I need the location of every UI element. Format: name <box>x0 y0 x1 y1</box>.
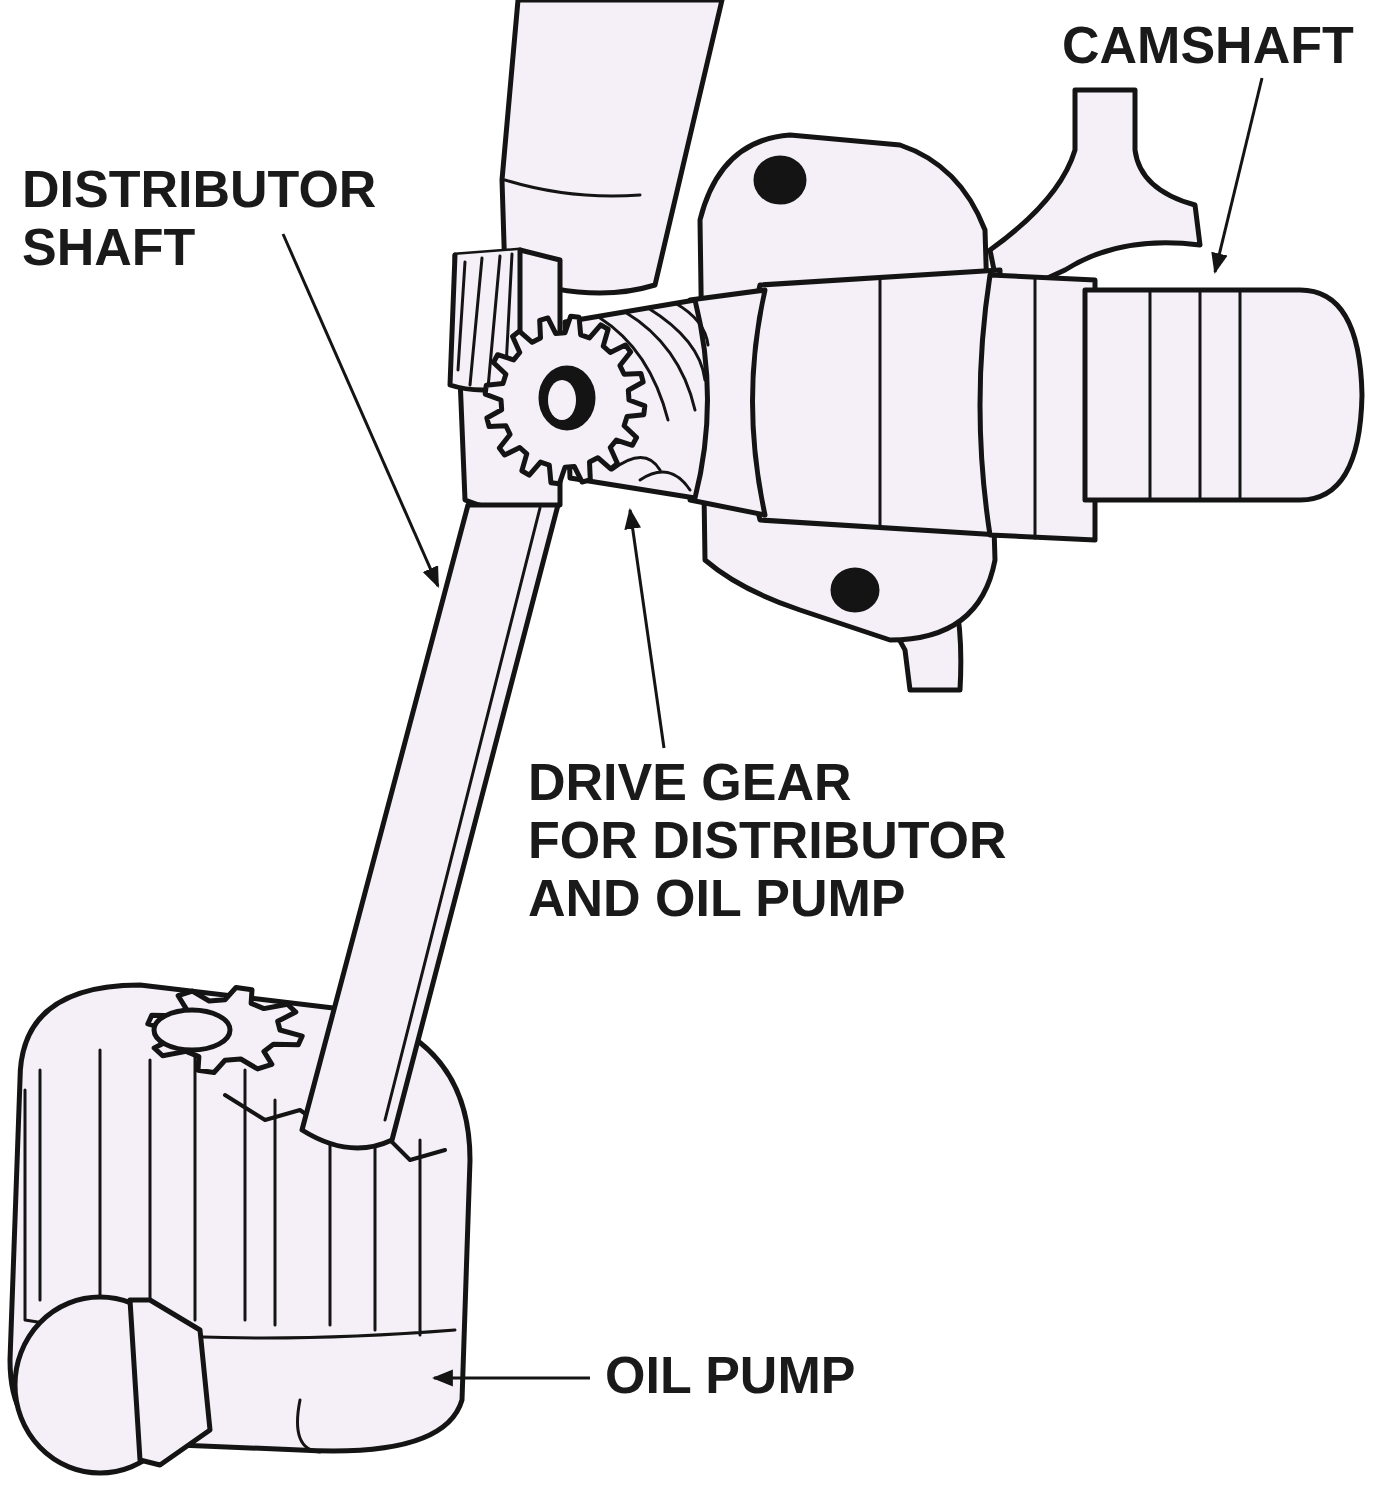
cam-drive-gear <box>485 316 645 484</box>
camshaft <box>745 270 1000 535</box>
distributor-housing <box>502 0 722 293</box>
label-line: AND OIL PUMP <box>528 869 1007 927</box>
cam-drive-gear <box>548 380 576 420</box>
part-label: CAMSHAFT <box>1062 16 1354 74</box>
leader-line <box>630 510 664 748</box>
camshaft <box>1085 290 1362 500</box>
part-label: DISTRIBUTOR SHAFT <box>22 160 376 276</box>
camshaft <box>980 275 1095 540</box>
oil-pump-body <box>148 988 302 1073</box>
distributor-housing <box>502 0 722 293</box>
distributor-shaft <box>385 508 540 1120</box>
label-line: FOR DISTRIBUTOR <box>528 811 1007 869</box>
label-line: DRIVE GEAR <box>528 753 1007 811</box>
bolt-hole <box>756 158 877 610</box>
cam-drive-gear <box>485 316 645 484</box>
part-label: OIL PUMP <box>605 1346 855 1404</box>
bolt-hole <box>833 570 877 610</box>
camshaft <box>880 278 1240 538</box>
distributor-shaft <box>302 505 558 1148</box>
label-line: SHAFT <box>22 218 376 276</box>
part-label: DRIVE GEAR FOR DISTRIBUTOR AND OIL PUMP <box>528 753 1007 927</box>
camshaft <box>690 270 1362 540</box>
distributor-housing <box>505 180 640 196</box>
distributor-shaft <box>302 505 558 1148</box>
oil-pump-body <box>154 1010 230 1050</box>
pump-plug <box>130 1300 210 1465</box>
pump-plug <box>15 1297 210 1473</box>
leader-line <box>434 1377 590 1380</box>
oil-pump-body <box>298 1400 321 1452</box>
leader-line <box>283 234 438 586</box>
cam-drive-gear <box>541 368 593 428</box>
bolt-hole <box>756 158 804 202</box>
leader-line <box>1215 78 1262 272</box>
leader-line <box>283 78 1262 1378</box>
label-line: DISTRIBUTOR <box>22 160 376 218</box>
engine-casting <box>990 90 1200 300</box>
